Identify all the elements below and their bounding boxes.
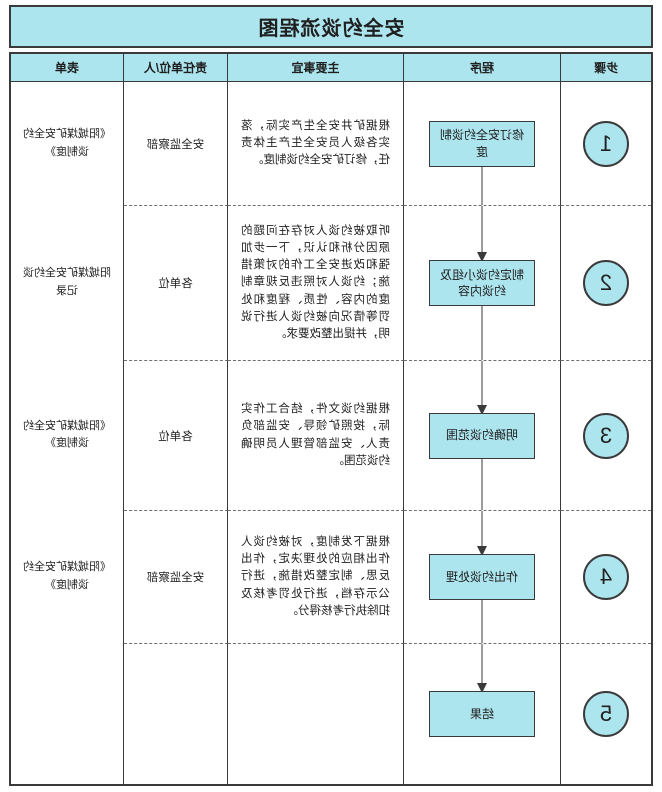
- unit-cell: 安全监察部: [124, 82, 228, 205]
- step-cell: 5: [561, 643, 651, 784]
- unit-cell: [124, 643, 228, 784]
- matter-cell: 根据矿井安全生产实际，落实各级人员安全生产主体责任，修订矿安全约谈制度。: [228, 82, 404, 205]
- matter-cell: 根据下发制度，对被约谈人作出相应的处理决定，作出反思、制定整改措施，进行公示存档…: [228, 510, 404, 643]
- unit-text: 安全监察部: [146, 572, 205, 584]
- flow-table: 步骤 程序 主要事宜 责任单位/人 表单 1 修订安全约谈制度 根据矿井安全生产…: [9, 52, 653, 786]
- form-text: 阳城煤矿安全约谈记录: [23, 267, 111, 297]
- step-cell: 3: [561, 360, 651, 510]
- form-cell: [11, 643, 124, 784]
- column-header-procedure: 程序: [404, 54, 561, 82]
- connector-line: [481, 457, 483, 510]
- step-number-badge: 1: [583, 120, 629, 167]
- column-header-form: 表单: [11, 54, 124, 82]
- matter-text: 根据约谈文件，结合工作实际，按照矿领导、安监部负责人、安监部管理人员明确约谈范围…: [241, 403, 390, 467]
- procedure-box: 明确约谈范围: [429, 412, 535, 459]
- procedure-cell: 制定约谈小组及约谈内容: [404, 205, 561, 360]
- form-text: 《阳城煤矿安全约谈制度》: [23, 561, 111, 591]
- matter-cell: [228, 643, 404, 784]
- procedure-cell: 结果: [404, 643, 561, 784]
- unit-cell: 各单位: [124, 360, 228, 510]
- form-cell: 《阳城煤矿安全约谈制度》: [11, 510, 124, 643]
- procedure-box: 修订安全约谈制度: [429, 120, 535, 167]
- procedure-cell: 修订安全约谈制度: [404, 82, 561, 205]
- step-number-badge: 5: [583, 691, 629, 737]
- form-cell: 阳城煤矿安全约谈记录: [11, 205, 124, 360]
- procedure-box: 作出约谈处理: [429, 554, 535, 600]
- unit-text: 各单位: [158, 430, 193, 443]
- step-cell: 2: [561, 205, 651, 360]
- matter-cell: 听取被约谈人对存在问题的原因分析和认识，下一步加强和改进安全工作的对策措施；约谈…: [228, 205, 404, 360]
- matter-text: 根据矿井安全生产实际，落实各级人员安全生产主体责任，修订矿安全约谈制度。: [241, 119, 390, 167]
- step-cell: 4: [561, 510, 651, 643]
- form-cell: 《阳城煤矿安全约谈制度》: [11, 82, 124, 205]
- procedure-cell: 作出约谈处理: [404, 510, 561, 643]
- procedure-cell: 明确约谈范围: [404, 360, 561, 510]
- procedure-box: 结果: [429, 691, 535, 737]
- form-text: 《阳城煤矿安全约谈制度》: [23, 419, 111, 449]
- page-title: 安全约谈流程图: [9, 5, 653, 48]
- unit-cell: 安全监察部: [124, 510, 228, 643]
- matter-text: 根据下发制度，对被约谈人作出相应的处理决定，作出反思、制定整改措施，进行公示存档…: [241, 535, 390, 617]
- connector-line: [481, 165, 483, 205]
- form-cell: 《阳城煤矿安全约谈制度》: [11, 360, 124, 510]
- unit-cell: 各单位: [124, 205, 228, 360]
- form-text: 《阳城煤矿安全约谈制度》: [23, 128, 111, 158]
- unit-text: 安全监察部: [146, 138, 205, 151]
- step-cell: 1: [561, 82, 651, 205]
- step-number-badge: 2: [583, 260, 629, 306]
- column-header-unit: 责任单位/人: [124, 54, 228, 82]
- connector-line: [481, 599, 483, 643]
- connector-line: [481, 305, 483, 360]
- unit-text: 各单位: [158, 278, 193, 290]
- column-header-matter: 主要事宜: [228, 54, 404, 82]
- matter-text: 听取被约谈人对存在问题的原因分析和认识，下一步加强和改进安全工作的对策措施；约谈…: [241, 224, 390, 341]
- step-number-badge: 3: [583, 412, 629, 459]
- column-header-step: 步骤: [561, 54, 651, 82]
- matter-cell: 根据约谈文件，结合工作实际，按照矿领导、安监部负责人、安监部管理人员明确约谈范围…: [228, 360, 404, 510]
- step-number-badge: 4: [583, 554, 629, 600]
- procedure-box: 制定约谈小组及约谈内容: [429, 260, 535, 306]
